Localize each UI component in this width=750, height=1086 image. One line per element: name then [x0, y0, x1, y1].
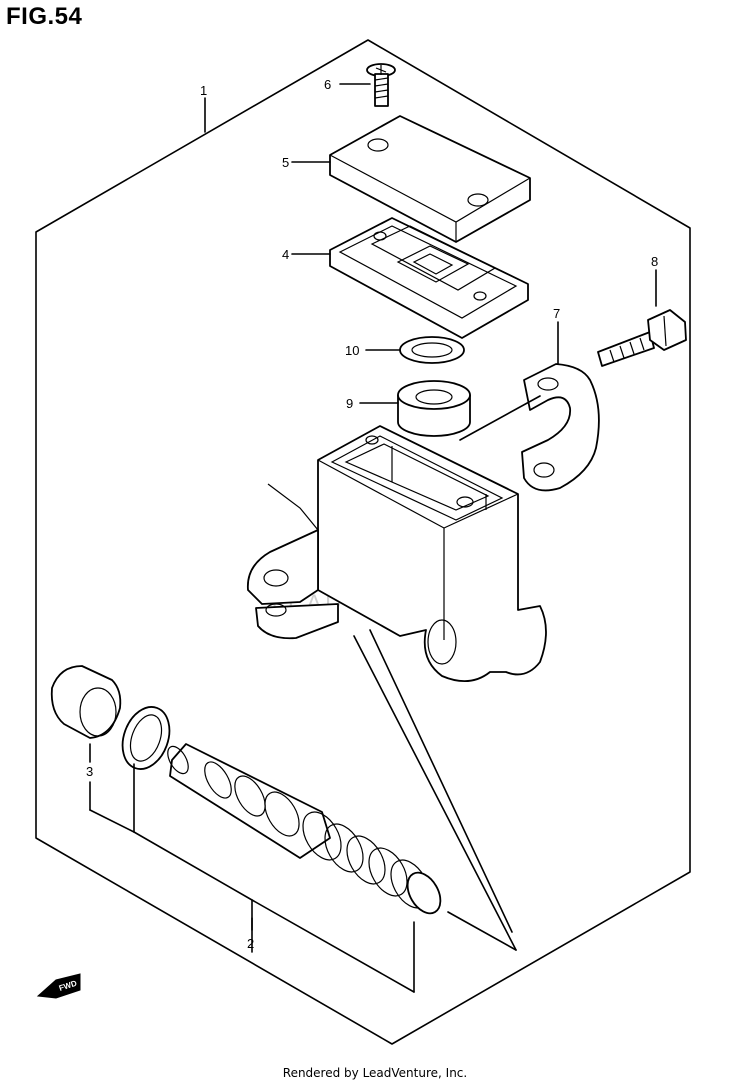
clamp-part-7[interactable] — [521, 363, 600, 492]
callout-6: 6 — [324, 77, 331, 92]
o-ring-part-10[interactable] — [399, 336, 465, 364]
callout-10: 10 — [345, 343, 359, 358]
fwd-arrow-icon: FWD — [36, 973, 81, 999]
callout-4: 4 — [282, 247, 289, 262]
callout-5: 5 — [282, 155, 289, 170]
snap-ring[interactable] — [114, 700, 177, 775]
callout-9: 9 — [346, 396, 353, 411]
leader-lines — [89, 83, 657, 993]
assembly-outline — [35, 39, 691, 1045]
bolt-part-8[interactable] — [597, 309, 687, 367]
boot-part-3[interactable] — [50, 665, 122, 739]
callout-2: 2 — [247, 936, 254, 951]
callout-1: 1 — [200, 83, 207, 98]
bushing-part-9[interactable] — [397, 380, 471, 437]
figure-title: FIG.54 — [6, 3, 83, 30]
screw-part-6[interactable] — [366, 63, 396, 107]
master-cylinder-body[interactable] — [247, 425, 547, 682]
footer-credit: Rendered by LeadVenture, Inc. — [282, 1066, 468, 1080]
callout-8: 8 — [651, 254, 658, 269]
piston-spring-part-2[interactable] — [164, 743, 448, 919]
diaphragm-part-4[interactable] — [329, 217, 529, 339]
callout-7: 7 — [553, 306, 560, 321]
callout-3: 3 — [86, 764, 93, 779]
reservoir-cap-part-5[interactable] — [329, 115, 531, 243]
